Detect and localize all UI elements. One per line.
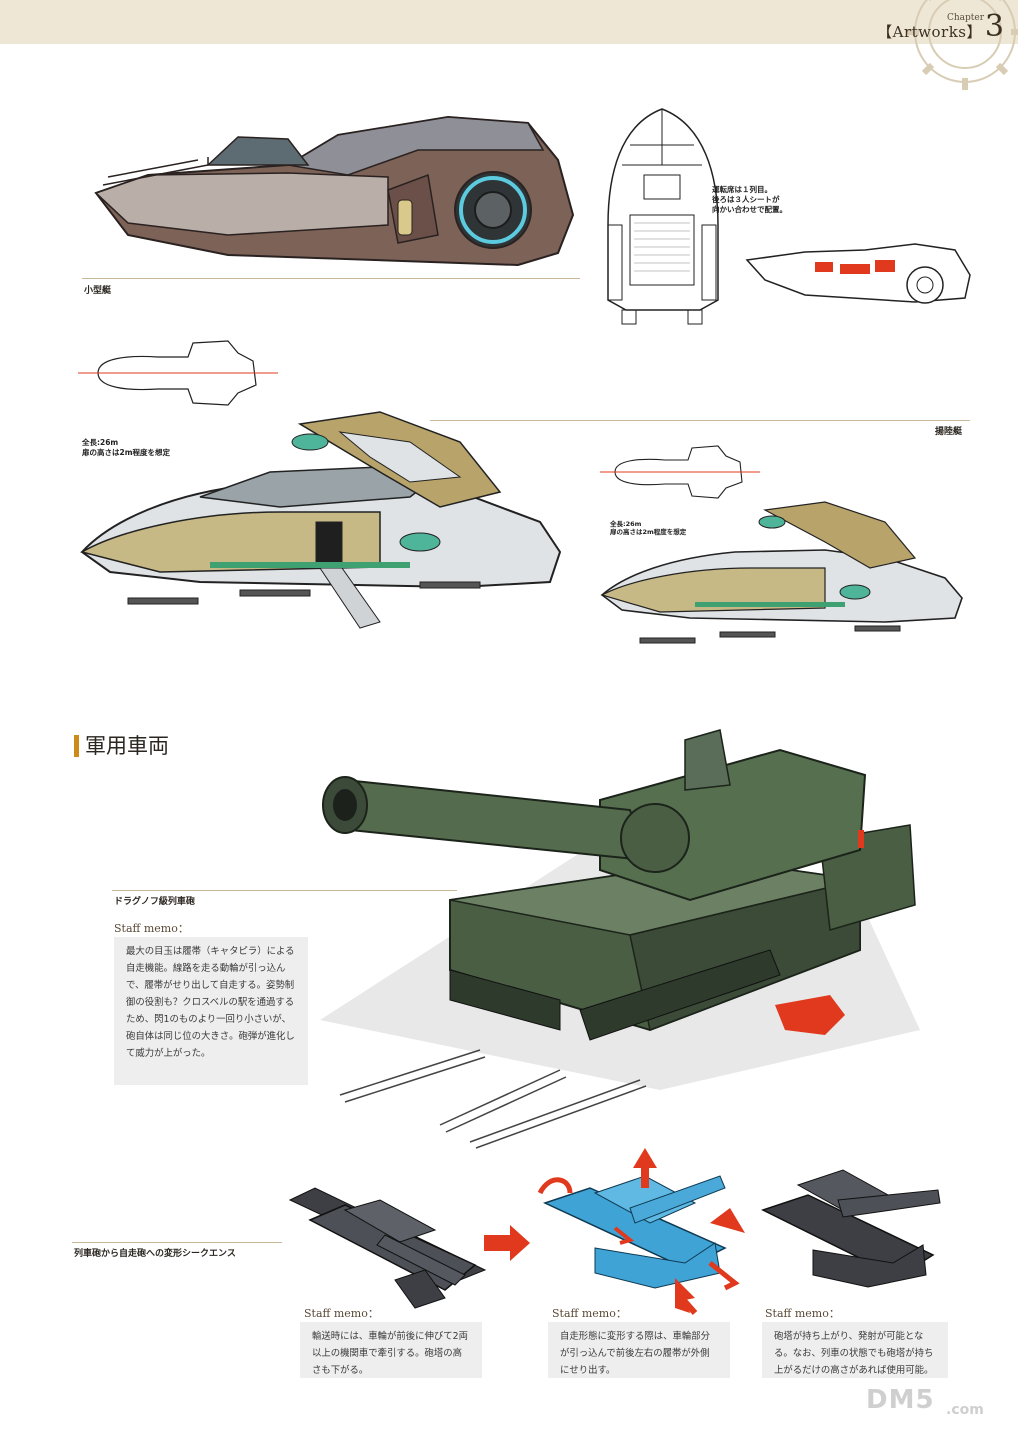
small-boat-caption: 小型艇 (84, 286, 112, 296)
step2-memo-title: Staff memo： (552, 1307, 627, 1320)
transform-step1-illustration (288, 1187, 487, 1309)
page-header (0, 0, 1018, 44)
gear-decoration-icon (907, 0, 1018, 90)
dragunov-caption: ドラグノフ級列車砲 (114, 897, 195, 907)
landing-craft-illustration-small (600, 501, 963, 644)
landing-craft-caption: 揚陸艇 (935, 427, 963, 437)
dragunov-railway-gun-illustration (320, 729, 920, 1149)
small-boat-illustration (94, 115, 575, 267)
boat-side-view-sketch (745, 243, 971, 304)
step3-memo-title: Staff memo： (765, 1307, 840, 1320)
landing-craft-top-view-small (600, 445, 760, 499)
small-boat-caption-line (82, 278, 580, 279)
boat-seating-note: 運転席は１列目。 後ろは３人シートが 向かい合わせで配置。 (712, 185, 787, 214)
main-memo-title: Staff memo： (114, 922, 189, 935)
landing-craft-top-view (78, 340, 278, 406)
watermark-logo: DM5 (866, 1385, 935, 1415)
step3-memo-text: 砲塔が持ち上がり、発射が可能となる。なお、列車の状態でも砲塔が持ち上がるだけの高… (762, 1322, 948, 1378)
transform-caption: 列車砲から自走砲への変形シークエンス (74, 1249, 236, 1259)
dragunov-caption-line (112, 890, 457, 891)
landing-craft-illustration-large (80, 411, 562, 629)
boat-top-view-sketch (607, 108, 719, 325)
step1-memo-text: 輸送時には、車輪が前後に伸びて2両以上の機関車で牽引する。砲塔の高さも下がる。 (300, 1322, 482, 1378)
watermark-suffix: .com (946, 1402, 984, 1418)
section-title: 軍用車両 (85, 734, 169, 758)
chapter-number: 3 (984, 9, 1004, 44)
transform-caption-line (72, 1242, 282, 1243)
section-title-bar (74, 735, 79, 757)
arrow-right-icon (484, 1225, 530, 1261)
transform-step2-illustration (537, 1148, 745, 1315)
main-memo-text: 最大の目玉は履帯（キャタピラ）による自走機能。線路を走る動輪が引っ込んで、履帯が… (114, 937, 308, 1085)
chapter-small-label: Chapter (946, 13, 984, 23)
landing-craft-caption-line (430, 420, 970, 421)
landing-craft-dimensions-note-large: 全長:26m 扉の高さは2m程度を想定 (82, 438, 171, 457)
transform-step3-illustration (761, 1169, 941, 1288)
step1-memo-title: Staff memo： (304, 1307, 379, 1320)
chapter-label: 【Artworks】 (877, 23, 982, 41)
step2-memo-text: 自走形態に変形する際は、車輪部分が引っ込んで前後左右の履帯が外側にせり出す。 (548, 1322, 730, 1378)
landing-craft-dimensions-note-small: 全長:26m 扉の高さは2m程度を想定 (610, 520, 687, 536)
